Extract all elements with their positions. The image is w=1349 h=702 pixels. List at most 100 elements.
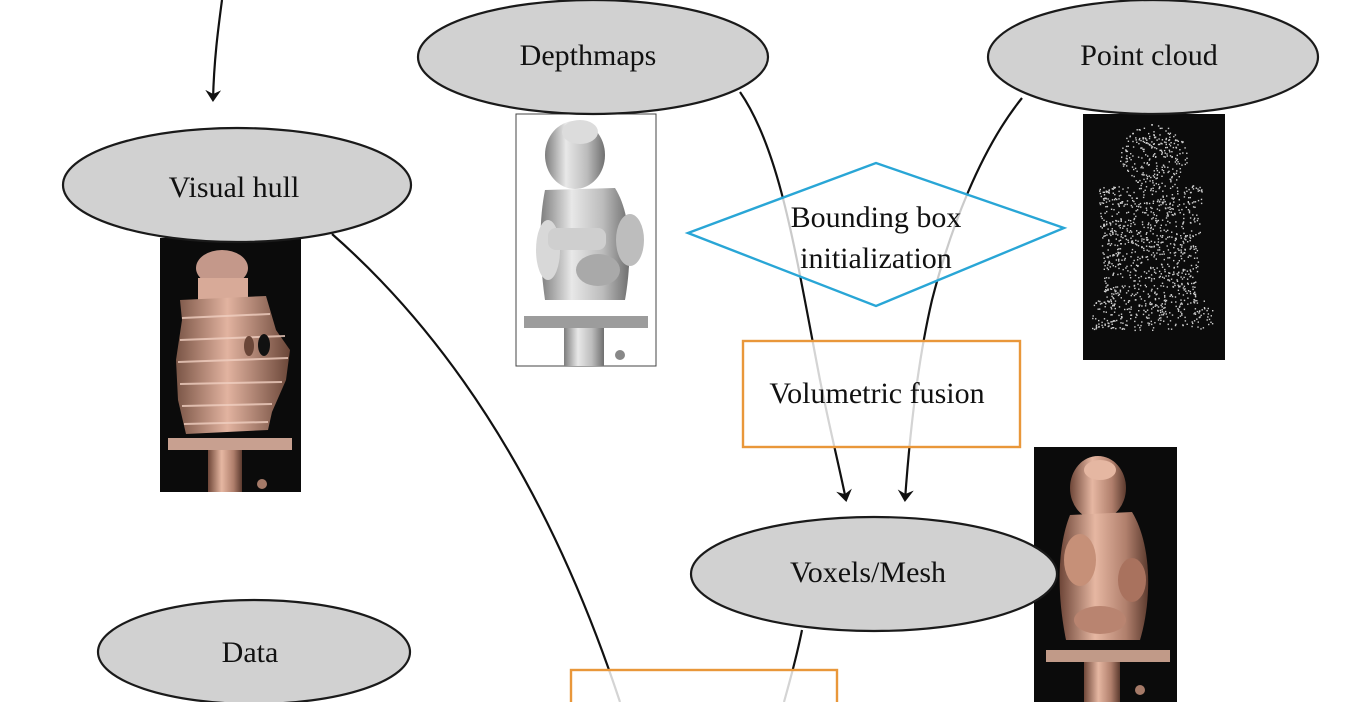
point-cloud-dot	[1181, 283, 1183, 286]
point-cloud-dot	[1157, 309, 1159, 312]
point-cloud-dot	[1162, 314, 1165, 316]
point-cloud-dot	[1141, 321, 1143, 323]
point-cloud-dot	[1165, 138, 1167, 141]
point-cloud-dot	[1206, 309, 1208, 312]
point-cloud-dot	[1152, 233, 1154, 235]
point-cloud-dot	[1110, 300, 1112, 303]
point-cloud-dot	[1194, 295, 1197, 297]
point-cloud-statue-image	[1083, 114, 1225, 360]
point-cloud-dot	[1188, 188, 1190, 191]
point-cloud-dot	[1184, 316, 1186, 319]
point-cloud-dot	[1143, 194, 1145, 196]
point-cloud-dot	[1172, 185, 1174, 188]
point-cloud-dot	[1126, 230, 1129, 232]
point-cloud-dot	[1192, 188, 1195, 190]
point-cloud-dot	[1112, 221, 1114, 223]
point-cloud-dot	[1176, 163, 1178, 165]
point-cloud-dot	[1146, 309, 1149, 311]
point-cloud-dot	[1153, 271, 1156, 273]
point-cloud-dot	[1139, 284, 1142, 287]
point-cloud-dot	[1121, 202, 1123, 204]
point-cloud-dot	[1155, 217, 1157, 220]
point-cloud-dot	[1128, 194, 1130, 196]
point-cloud-dot	[1131, 174, 1133, 177]
point-cloud-dot	[1196, 310, 1199, 313]
point-cloud-dot	[1120, 318, 1122, 320]
point-cloud-dot	[1151, 141, 1153, 143]
point-cloud-dot	[1143, 174, 1145, 176]
point-cloud-dot	[1108, 240, 1110, 242]
point-cloud-dot	[1179, 171, 1182, 173]
point-cloud-dot	[1145, 142, 1147, 144]
point-cloud-dot	[1110, 321, 1112, 323]
point-cloud-dot	[1122, 147, 1124, 149]
point-cloud-dot	[1172, 214, 1174, 216]
point-cloud-dot	[1197, 321, 1199, 323]
point-cloud-dot	[1100, 225, 1102, 228]
point-cloud-dot	[1180, 251, 1183, 253]
point-cloud-dot	[1173, 197, 1175, 199]
point-cloud-dot	[1133, 213, 1135, 215]
point-cloud-dot	[1196, 249, 1199, 252]
point-cloud-dot	[1131, 293, 1134, 295]
point-cloud-dot	[1142, 167, 1144, 169]
point-cloud-dot	[1141, 173, 1143, 176]
point-cloud-dot	[1198, 312, 1200, 314]
point-cloud-dot	[1193, 257, 1196, 259]
point-cloud-dot	[1168, 133, 1171, 135]
point-cloud-dot	[1151, 246, 1153, 248]
point-cloud-dot	[1131, 240, 1134, 242]
point-cloud-dot	[1108, 192, 1110, 194]
point-cloud-dot	[1123, 299, 1126, 302]
point-cloud-dot	[1196, 219, 1199, 222]
point-cloud-dot	[1157, 219, 1160, 222]
point-cloud-dot	[1186, 190, 1188, 192]
point-cloud-dot	[1165, 299, 1168, 302]
process-bounding-box-initialization: Bounding box initialization	[684, 161, 1068, 308]
point-cloud-dot	[1150, 266, 1152, 269]
point-cloud-dot	[1130, 225, 1132, 227]
point-cloud-dot	[1120, 297, 1122, 299]
point-cloud-dot	[1148, 222, 1150, 224]
point-cloud-dot	[1127, 170, 1130, 172]
point-cloud-dot	[1146, 317, 1148, 319]
point-cloud-dot	[1189, 234, 1191, 236]
point-cloud-dot	[1144, 305, 1147, 307]
point-cloud-dot	[1133, 217, 1136, 220]
point-cloud-dot	[1184, 163, 1186, 166]
point-cloud-dot	[1148, 317, 1150, 319]
point-cloud-dot	[1119, 252, 1121, 254]
point-cloud-dot	[1121, 156, 1123, 158]
point-cloud-dot	[1160, 198, 1162, 201]
point-cloud-dot	[1169, 203, 1171, 205]
point-cloud-dot	[1138, 305, 1140, 307]
point-cloud-dot	[1164, 310, 1167, 313]
point-cloud-dot	[1156, 200, 1159, 203]
point-cloud-dot	[1161, 236, 1163, 238]
point-cloud-dot	[1180, 299, 1182, 301]
point-cloud-dot	[1182, 221, 1185, 223]
point-cloud-dot	[1104, 323, 1106, 325]
point-cloud-dot	[1210, 321, 1212, 323]
point-cloud-dot	[1195, 187, 1197, 189]
point-cloud-dot	[1136, 233, 1139, 235]
point-cloud-dot	[1180, 302, 1183, 304]
point-cloud-dot	[1123, 225, 1126, 227]
point-cloud-dot	[1126, 324, 1128, 327]
point-cloud-dot	[1177, 310, 1180, 312]
point-cloud-dot	[1155, 162, 1158, 164]
point-cloud-dot	[1135, 316, 1137, 319]
point-cloud-dot	[1105, 290, 1108, 292]
point-cloud-dot	[1138, 232, 1141, 234]
point-cloud-dot	[1126, 165, 1128, 167]
point-cloud-dot	[1120, 234, 1123, 236]
point-cloud-dot	[1109, 266, 1111, 268]
point-cloud-dot	[1199, 186, 1201, 189]
point-cloud-dot	[1161, 143, 1163, 145]
point-cloud-dot	[1197, 199, 1200, 202]
point-cloud-dot	[1135, 270, 1137, 272]
point-cloud-dot	[1200, 198, 1203, 201]
point-cloud-dot	[1147, 322, 1149, 324]
point-cloud-dot	[1126, 137, 1128, 140]
point-cloud-dot	[1136, 209, 1139, 211]
